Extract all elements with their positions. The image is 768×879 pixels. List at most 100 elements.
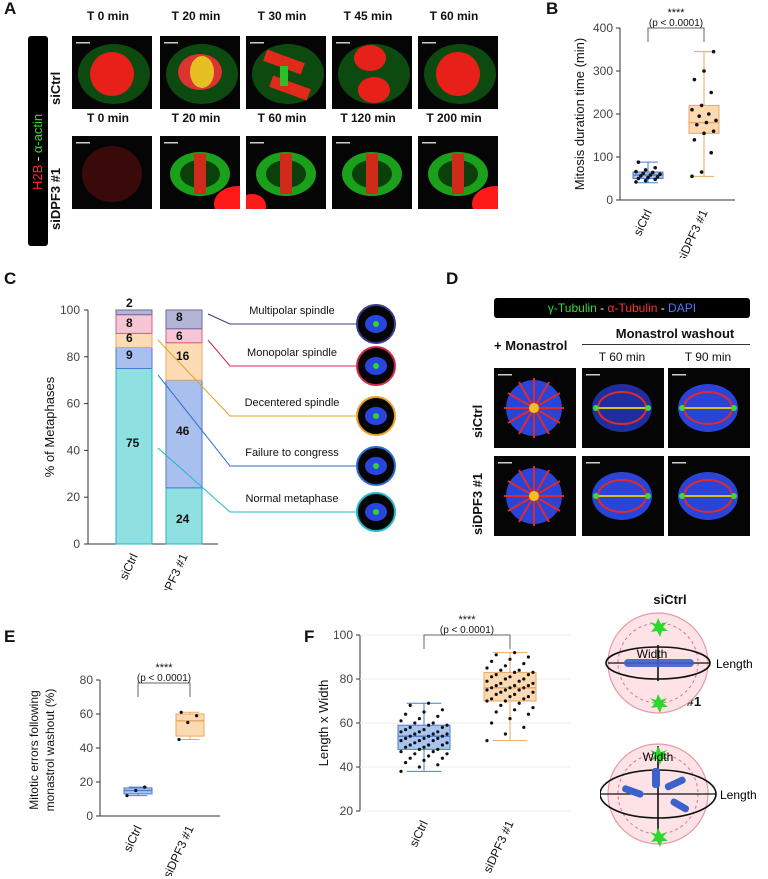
data-point — [404, 736, 408, 740]
data-point — [499, 703, 503, 707]
data-point — [436, 730, 440, 734]
data-label: 16 — [176, 349, 190, 363]
data-point — [445, 732, 449, 736]
neighbor-nucleus — [246, 194, 266, 209]
data-point — [522, 677, 526, 681]
y-tick-label: 60 — [80, 707, 94, 721]
data-point — [690, 107, 694, 112]
panel-a-stain-label: H2B - α-actin — [30, 113, 45, 190]
y-tick-label: 20 — [340, 804, 354, 818]
data-point — [531, 690, 535, 694]
data-point — [699, 103, 704, 108]
y-axis-label: Length x Width — [316, 680, 331, 767]
data-point — [422, 728, 426, 732]
data-point — [636, 160, 641, 164]
panel-a-label: A — [4, 0, 17, 18]
data-point — [399, 719, 403, 723]
callout-label: Normal metaphase — [246, 493, 339, 505]
cell-graphic — [336, 142, 402, 196]
data-point — [522, 686, 526, 690]
timelapse-image — [332, 36, 412, 109]
panel-d-row-label-2: siDPF3 #1 — [470, 472, 485, 535]
data-point — [648, 173, 653, 177]
data-point — [440, 756, 444, 760]
data-point — [445, 741, 449, 745]
cell-graphic — [498, 374, 564, 438]
data-point — [643, 178, 648, 183]
data-point — [711, 129, 716, 133]
x-tick-label: siCtrl — [116, 551, 140, 582]
panel-d-monastrol-label: + Monastrol — [494, 338, 568, 353]
data-point — [417, 765, 421, 769]
immunofluorescence-image — [582, 456, 664, 536]
x-tick-label: siCtrl — [630, 207, 654, 238]
nucleus — [436, 52, 480, 96]
scale-bar — [336, 142, 350, 144]
cell-graphic — [422, 42, 496, 104]
data-point — [494, 653, 498, 657]
callout-label: Multipolar spindle — [249, 305, 335, 317]
panel-d-stain-bar: γ-Tubulin - α-Tubulin - DAPI — [494, 298, 750, 318]
scale-bar — [672, 374, 686, 376]
data-point — [653, 177, 657, 182]
data-point — [422, 736, 426, 740]
data-point — [427, 743, 431, 747]
timelapse-image — [72, 136, 152, 209]
data-point — [134, 788, 138, 793]
cell-graphic — [586, 374, 652, 432]
y-tick-label: 60 — [340, 716, 354, 730]
data-point — [125, 794, 129, 798]
data-point — [517, 701, 521, 705]
data-point — [422, 710, 426, 714]
significance-bracket — [137, 682, 191, 697]
data-point — [427, 723, 431, 727]
nucleus — [82, 146, 142, 202]
y-tick-label: 80 — [340, 672, 354, 686]
data-point — [422, 745, 426, 749]
centrosome — [593, 493, 599, 499]
data-point — [714, 118, 718, 123]
data-point — [436, 747, 440, 751]
data-point — [494, 710, 498, 714]
scale-bar — [586, 462, 600, 464]
data-label: 8 — [126, 316, 133, 330]
cell-graphic — [672, 462, 738, 520]
data-point — [413, 752, 417, 756]
data-point — [431, 732, 435, 736]
daughter-set — [263, 49, 305, 75]
centrosome-icon — [650, 828, 668, 847]
data-point — [440, 725, 444, 729]
nucleus — [90, 52, 134, 96]
data-label: 46 — [176, 424, 190, 438]
data-point — [639, 174, 643, 178]
panel-a-time-label: T 60 min — [257, 111, 307, 125]
microtubule — [533, 495, 550, 523]
data-label: 75 — [126, 436, 140, 450]
data-point — [709, 90, 713, 95]
p-value: (p < 0.0001) — [649, 18, 703, 29]
data-point — [636, 176, 641, 181]
nucleus — [358, 77, 390, 103]
panel-a-row-label-2: siDPF3 #1 — [48, 167, 63, 230]
data-point — [431, 750, 435, 754]
centrosome — [645, 493, 651, 499]
data-point — [692, 138, 697, 142]
data-point — [704, 120, 709, 125]
data-point — [503, 732, 507, 736]
data-point — [445, 752, 449, 756]
microtubule — [533, 392, 561, 409]
y-axis-label: % of Metaphases — [42, 376, 57, 477]
bar-segment — [165, 379, 203, 489]
centrosome — [679, 493, 685, 499]
panel-d-time-1: T 60 min — [598, 350, 646, 364]
scale-bar — [164, 42, 178, 44]
x-tick-label: siDPF3 #1 — [154, 551, 191, 590]
data-point — [427, 734, 431, 738]
timelapse-image — [246, 136, 326, 209]
cell-graphic — [164, 142, 240, 209]
centrosome — [679, 405, 685, 411]
data-point — [641, 171, 645, 176]
data-point — [431, 721, 435, 725]
